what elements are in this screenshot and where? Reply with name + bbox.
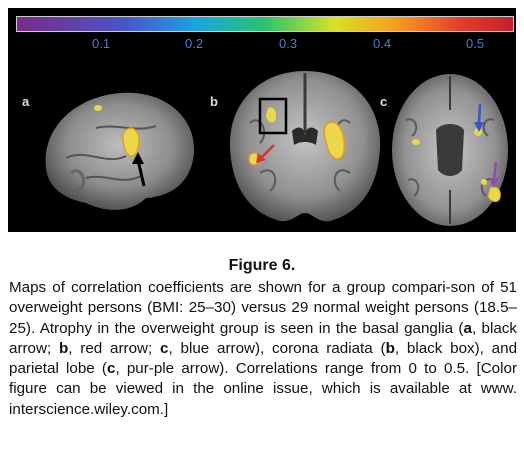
activation-blob [412, 139, 420, 145]
activation-blob [266, 107, 277, 123]
figure-caption-body: Maps of correlation coefficients are sho… [9, 278, 517, 420]
colorbar-tick: 0.5 [466, 36, 485, 51]
colorbar [16, 16, 514, 32]
panel-label-c: c [380, 94, 388, 109]
panel-label-b: b [210, 94, 218, 109]
caption-text: , black box), and parietal lobe ( [9, 339, 518, 378]
caption-text: , black arrow; [9, 319, 517, 357]
black-box-marker [258, 97, 288, 135]
caption-text: , pur-ple arrow). Correlations range fro… [9, 360, 517, 418]
panel-label-a: a [22, 94, 30, 109]
activation-blob [94, 105, 102, 111]
red-arrow-icon [256, 144, 275, 163]
blue-arrow-icon [474, 103, 484, 132]
caption-bold-ref: c [106, 360, 116, 378]
caption-bold-ref: b [385, 339, 395, 357]
figure-caption-title: Figure 6. [228, 257, 296, 274]
colorbar-tick: 0.4 [373, 36, 392, 51]
activation-blob [323, 121, 346, 160]
caption-bold-ref: b [59, 339, 69, 357]
black-arrow-icon [132, 152, 146, 187]
colorbar-tick: 0.3 [279, 36, 298, 51]
brain-slice-coronal [229, 71, 381, 222]
caption-text: , red arrow; [68, 339, 161, 357]
activation-blob [487, 186, 501, 203]
caption-text: , blue arrow), corona radiata ( [168, 339, 386, 357]
colorbar-tick: 0.1 [92, 36, 111, 51]
caption-bold-ref: a [463, 319, 472, 337]
colorbar-tick: 0.2 [185, 36, 204, 51]
brain-figure: 0.1 0.2 0.3 0.4 0.5 a b c [8, 8, 516, 232]
activation-blob [481, 179, 487, 185]
brain-slice-axial [392, 74, 508, 226]
activation-blob [121, 127, 140, 157]
brain-slice-sagittal [45, 92, 195, 210]
caption-bold-ref: c [160, 339, 169, 357]
purple-arrow-icon [489, 161, 499, 188]
caption-text: Maps of correlation coefficients are sho… [9, 279, 517, 337]
